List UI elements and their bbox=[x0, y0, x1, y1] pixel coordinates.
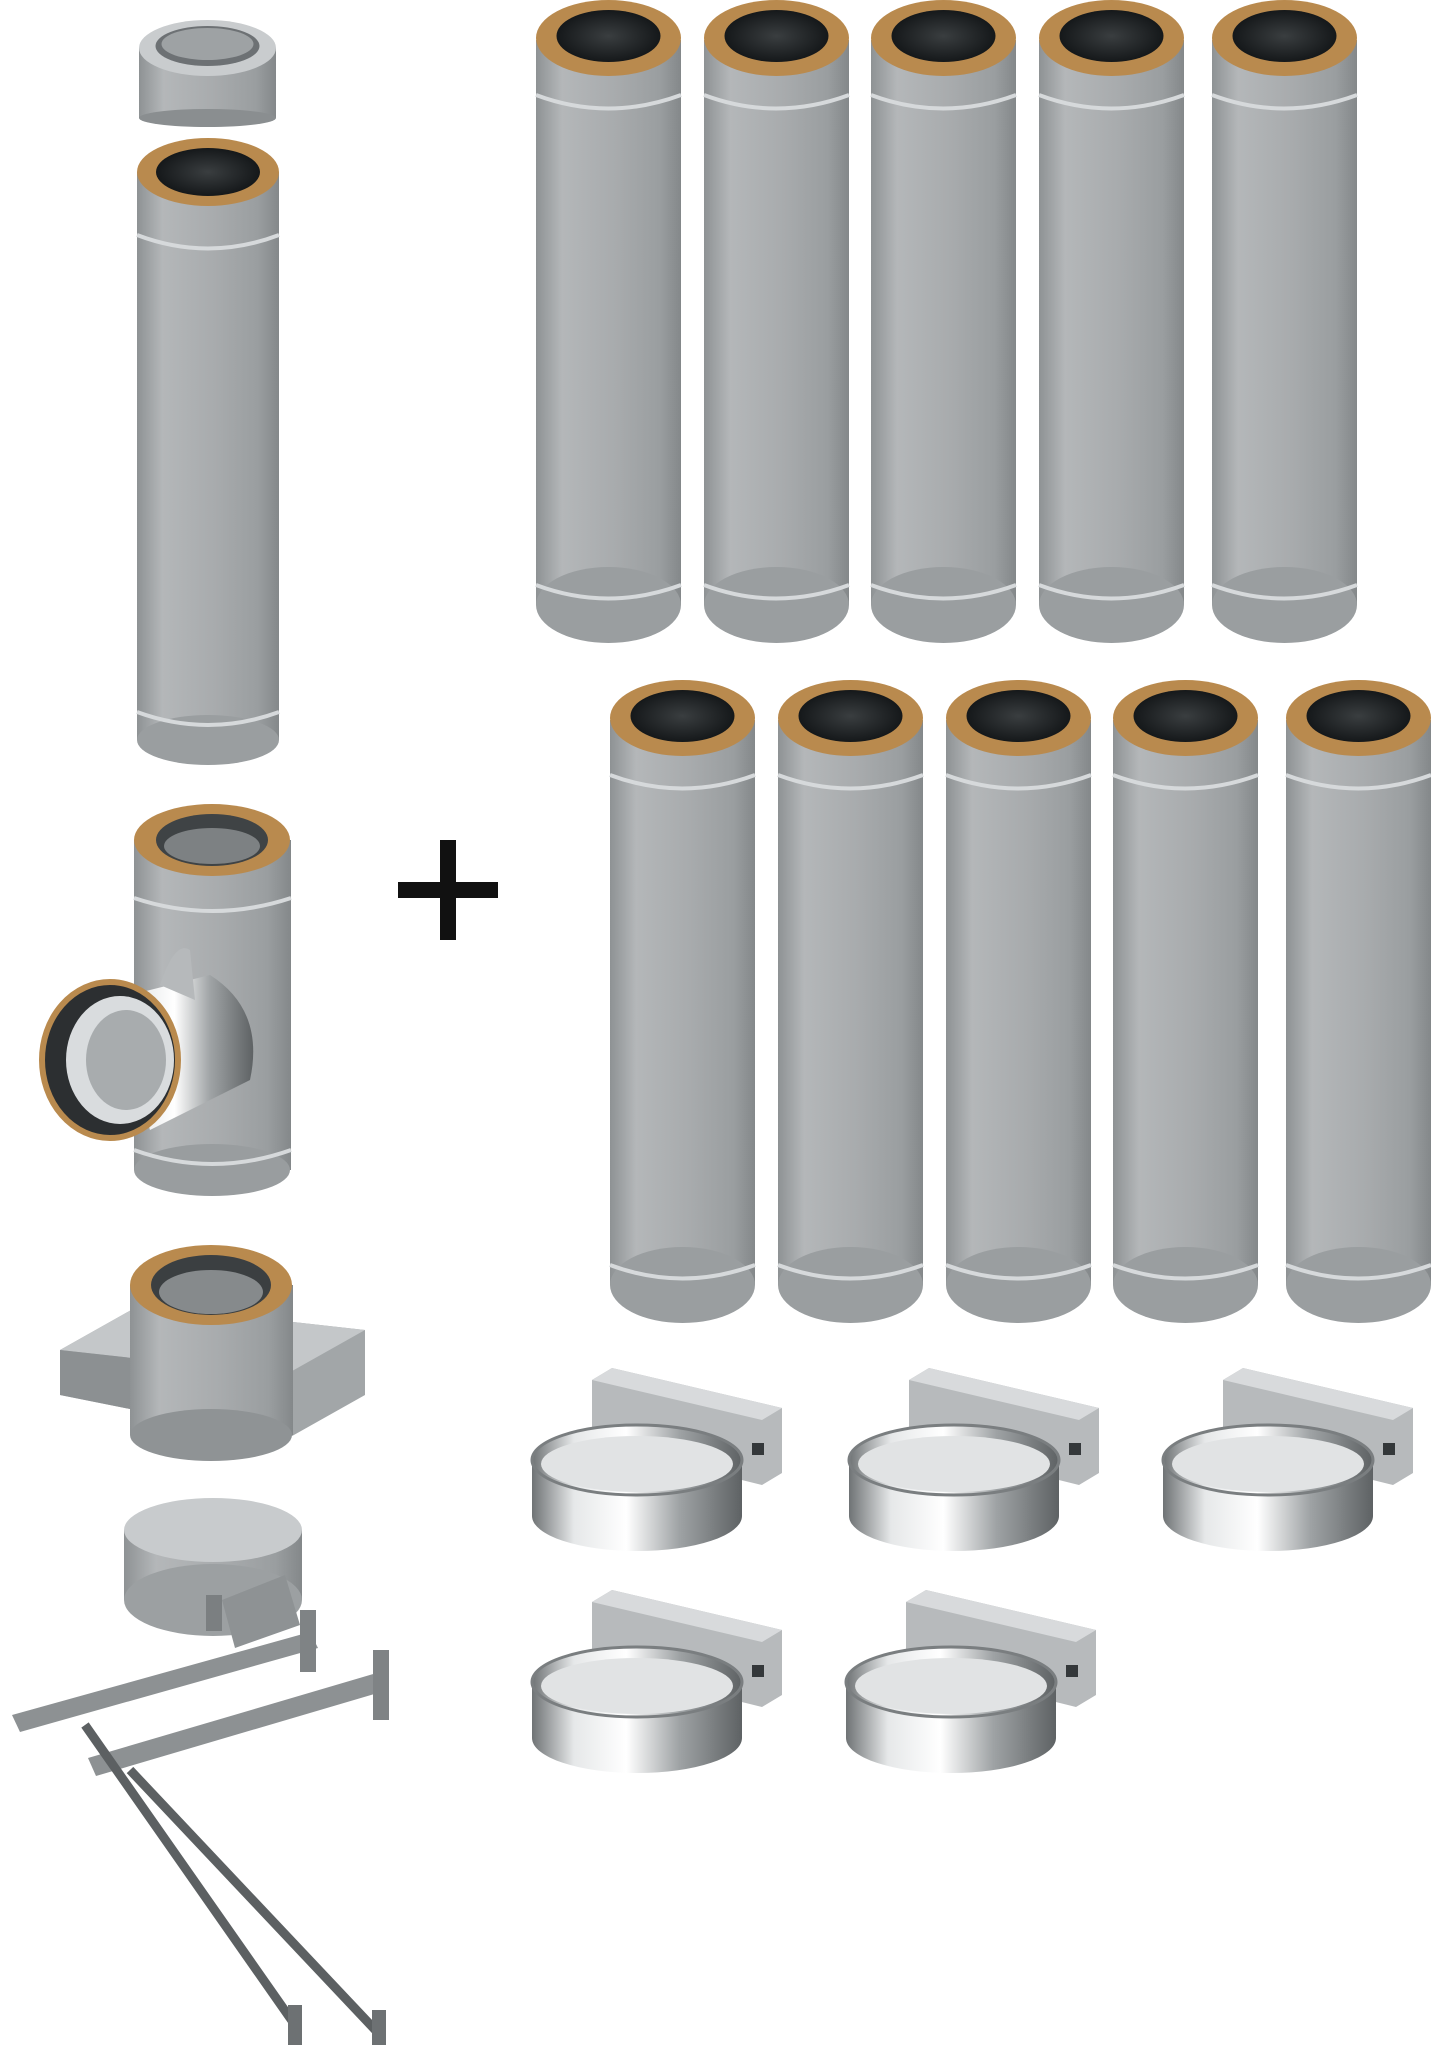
pipe-row-top bbox=[535, 0, 1358, 643]
wall-clamp bbox=[530, 1368, 782, 1551]
pipe-section bbox=[870, 0, 1017, 643]
pipe-section bbox=[1112, 680, 1259, 1323]
pipe-section bbox=[1285, 680, 1431, 1323]
plus-icon bbox=[398, 840, 498, 940]
pipe-section bbox=[1038, 0, 1185, 643]
condensate-cap bbox=[124, 1498, 302, 1648]
pipe-section bbox=[1211, 0, 1358, 643]
wall-clamp bbox=[530, 1590, 782, 1773]
pipe-section bbox=[945, 680, 1092, 1323]
pipe-section bbox=[535, 0, 682, 643]
tee-connector bbox=[39, 804, 292, 1196]
top-cap bbox=[139, 20, 276, 127]
ceiling-support-plate bbox=[60, 1245, 365, 1461]
clamp-row-bottom bbox=[530, 1590, 1096, 1773]
wall-clamp bbox=[847, 1368, 1099, 1551]
wall-bracket-pair bbox=[12, 1610, 389, 2045]
wall-clamp bbox=[844, 1590, 1096, 1773]
wall-clamp bbox=[1161, 1368, 1413, 1551]
pipe-row-middle bbox=[609, 680, 1431, 1323]
pipe-section bbox=[777, 680, 924, 1323]
pipe-section bbox=[136, 138, 280, 765]
clamp-row-top bbox=[530, 1368, 1413, 1551]
pipe-section bbox=[609, 680, 756, 1323]
pipe-section bbox=[703, 0, 850, 643]
